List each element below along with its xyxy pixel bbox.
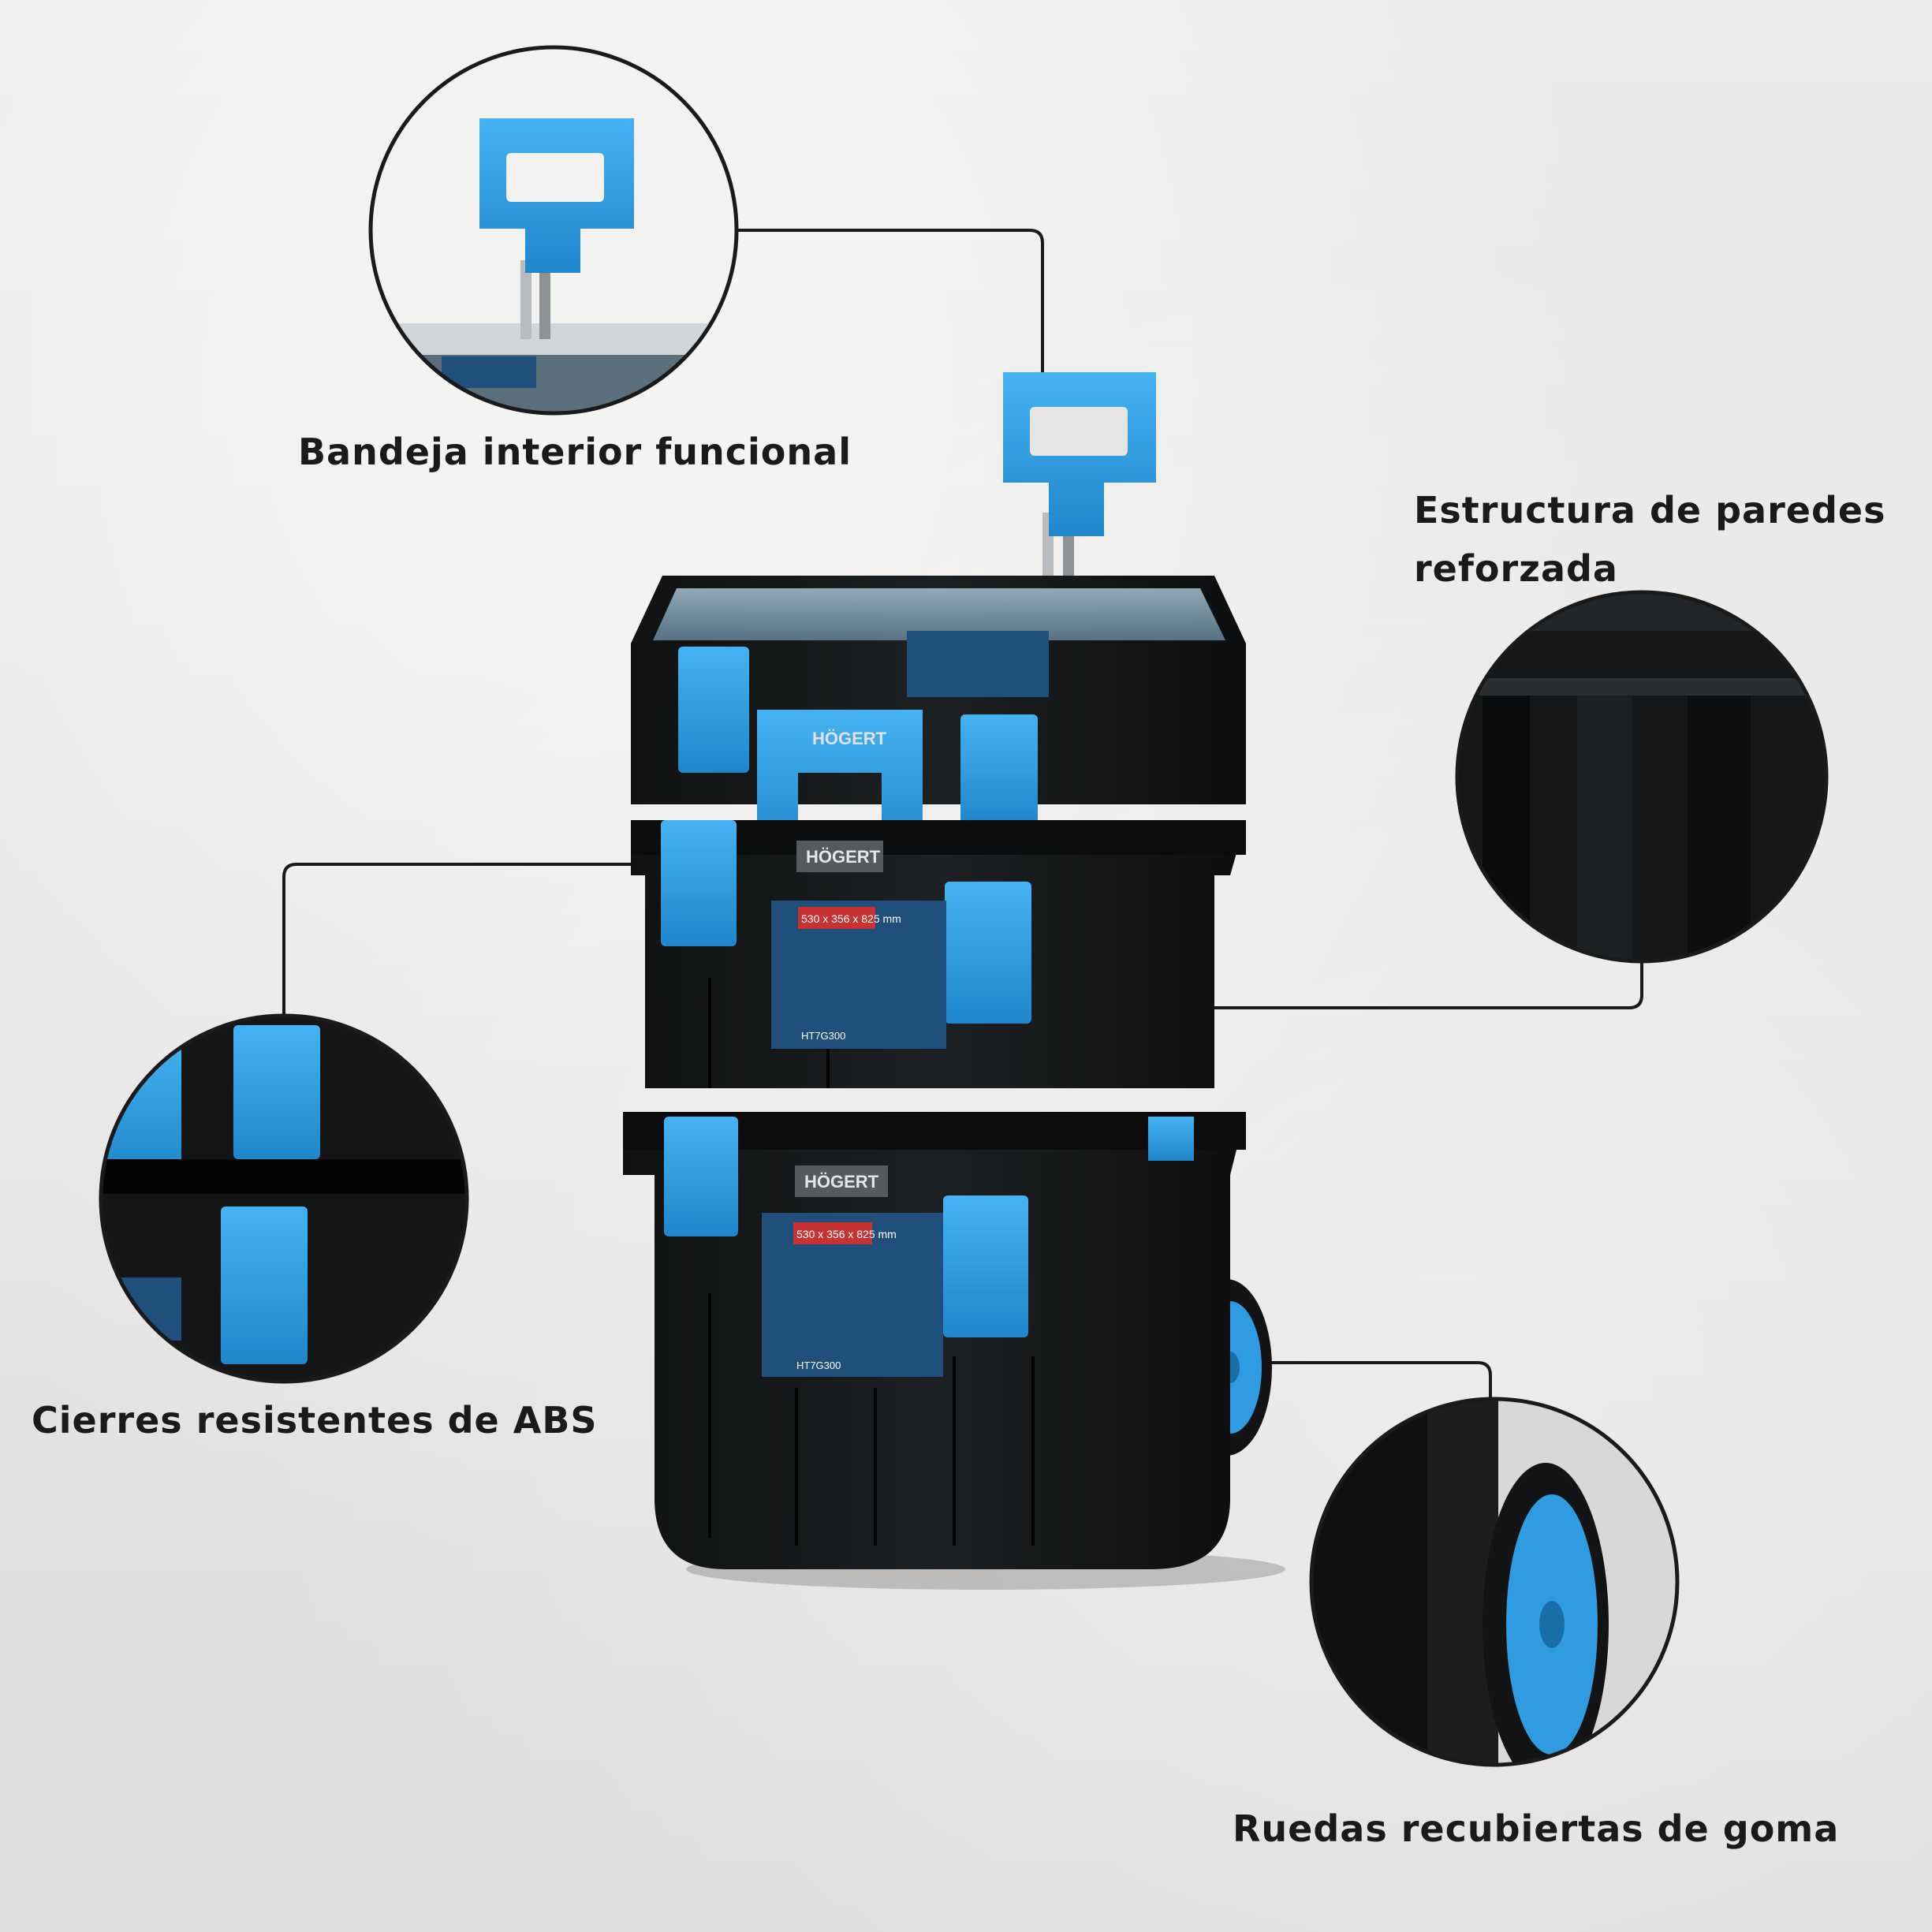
detail-circle-walls (1455, 590, 1829, 964)
brand-logo-middle: HÖGERT (806, 847, 881, 867)
detail-circle-wheels (1309, 1397, 1680, 1767)
caption-walls-line2: reforzada (1414, 547, 1618, 590)
code-label-bottom: HT7G300 (796, 1359, 841, 1371)
detail-circle-handle (368, 45, 739, 416)
caption-wheels: Ruedas recubiertas de goma (1233, 1807, 1840, 1850)
size-label-middle: 530 x 356 x 825 mm (801, 912, 901, 925)
caption-walls-line1: Estructura de paredes (1414, 489, 1886, 531)
tool-trolley (623, 372, 1285, 1590)
code-label-middle: HT7G300 (801, 1030, 845, 1042)
brand-logo-top: HÖGERT (812, 729, 887, 748)
size-label-bottom: 530 x 356 x 825 mm (796, 1228, 897, 1240)
brand-logo-bottom: HÖGERT (804, 1172, 879, 1192)
detail-circle-latches (99, 1013, 469, 1384)
caption-latches: Cierres resistentes de ABS (32, 1399, 598, 1442)
caption-tray: Bandeja interior funcional (298, 431, 852, 473)
